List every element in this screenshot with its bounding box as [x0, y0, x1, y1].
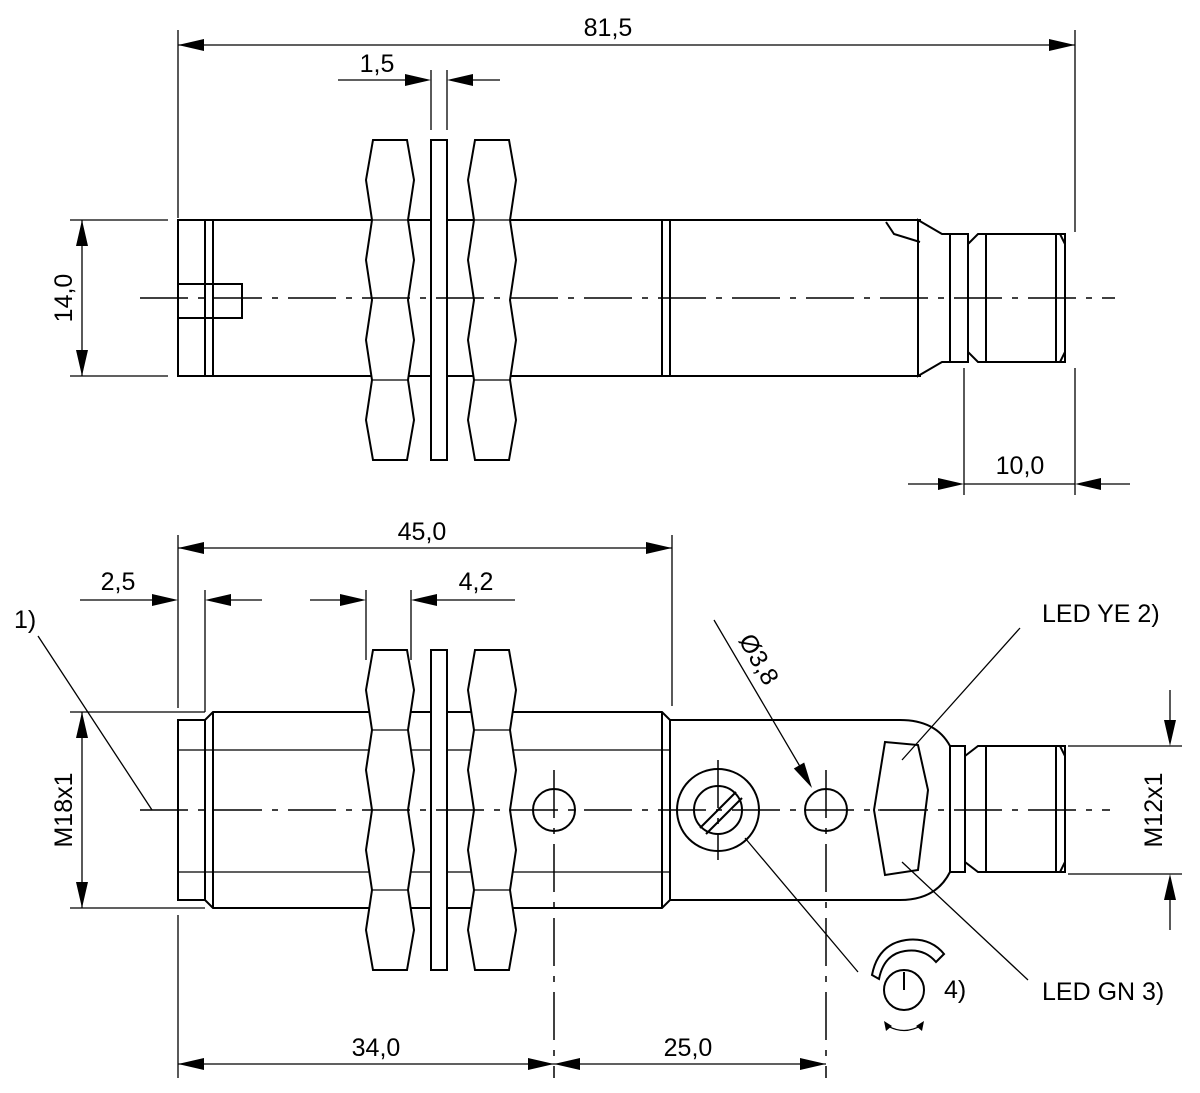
callout-led-green: LED GN 3): [1042, 978, 1164, 1006]
label-diameter: 14,0: [50, 274, 78, 323]
label-thread: M18x1: [50, 772, 78, 847]
potentiometer-rotate-icon: [870, 938, 946, 1032]
bottom-connector: [964, 745, 1066, 873]
top-slot: [178, 283, 243, 319]
label-tip-length: 2,5: [101, 568, 136, 596]
callout-led-yellow: LED YE 2): [1042, 600, 1160, 628]
label-thread-length: 45,0: [398, 518, 447, 546]
label-hole-diameter: Ø3,8: [733, 629, 784, 690]
bottom-view: 45,0 2,5 4,2 M18x1 M12x1 Ø3,8: [14, 518, 1182, 1078]
label-distance-to-hole: 34,0: [352, 1034, 401, 1062]
label-nut-thickness: 4,2: [459, 568, 494, 596]
top-nut-right: [466, 139, 518, 461]
leader-note-1: [37, 635, 153, 811]
label-connector-thread: M12x1: [1140, 772, 1168, 847]
led-window: [872, 740, 930, 877]
top-view: 81,5 1,5 14,0 10,0: [50, 14, 1130, 495]
leader-hole-diameter: [713, 619, 806, 776]
label-washer-thickness: 1,5: [360, 50, 395, 78]
label-overall-length: 81,5: [584, 14, 633, 42]
label-hole-spacing: 25,0: [664, 1034, 713, 1062]
top-nut-left: [364, 139, 416, 461]
leader-led-green: [901, 861, 1029, 981]
callout-note-1: 1): [14, 606, 36, 634]
label-connector-length: 10,0: [996, 452, 1045, 480]
top-washer: [430, 139, 448, 461]
leader-note-4: [744, 837, 859, 973]
leader-led-yellow: [901, 627, 1021, 761]
callout-note-4: 4): [944, 976, 966, 1004]
